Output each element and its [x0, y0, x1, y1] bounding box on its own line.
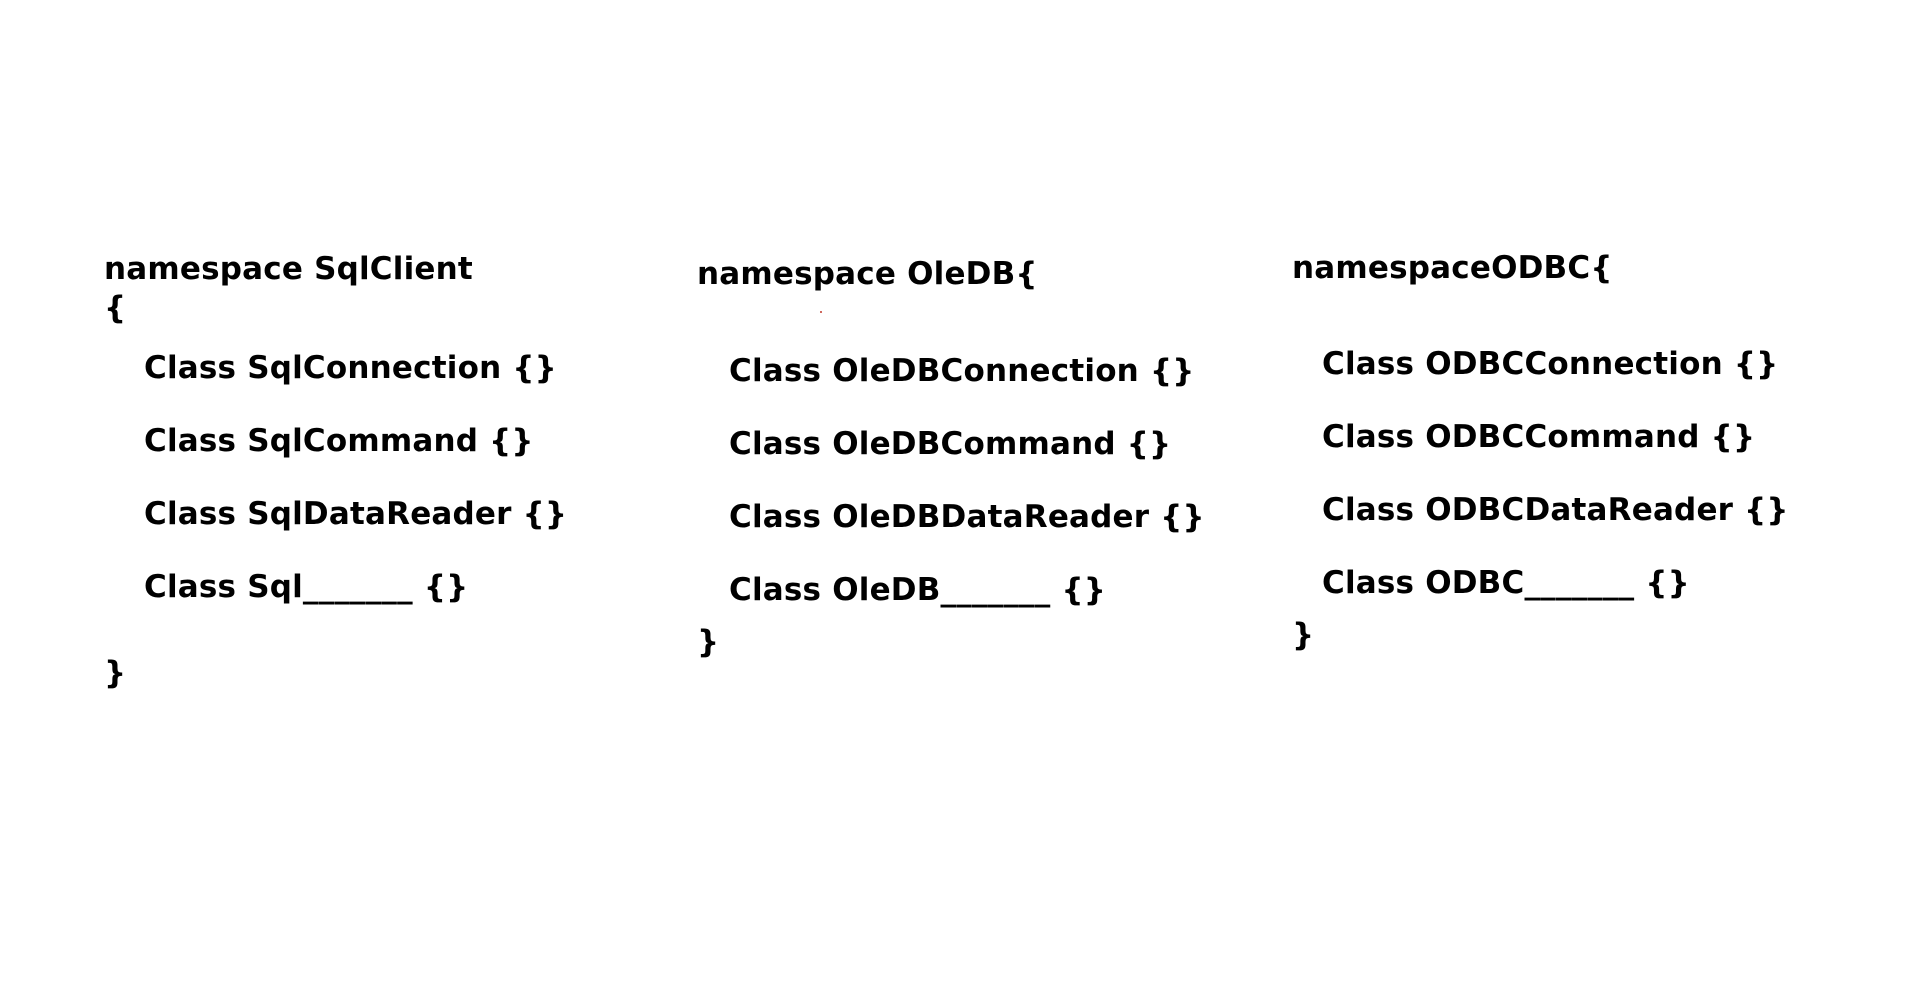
- class-odbc-blank: Class ODBC_______ {}: [1322, 565, 1690, 601]
- class-oledb-blank: Class OleDB_______ {}: [729, 572, 1106, 608]
- class-sqlconnection: Class SqlConnection {}: [144, 350, 557, 386]
- namespace-sqlclient-header: namespace SqlClient: [104, 251, 473, 287]
- namespace-oledb-header: namespace OleDB{: [697, 256, 1038, 292]
- namespace-sqlclient-open-brace: {: [104, 290, 127, 326]
- class-sql-blank: Class Sql_______ {}: [144, 569, 469, 605]
- stray-dot-mark: [820, 311, 822, 313]
- class-sqldatareader: Class SqlDataReader {}: [144, 496, 568, 532]
- namespace-odbc-close-brace: }: [1292, 617, 1315, 653]
- namespace-sqlclient-close-brace: }: [104, 655, 127, 691]
- class-sqlcommand: Class SqlCommand {}: [144, 423, 534, 459]
- class-oledbcommand: Class OleDBCommand {}: [729, 426, 1172, 462]
- namespace-oledb-close-brace: }: [697, 624, 720, 660]
- class-odbcconnection: Class ODBCConnection {}: [1322, 346, 1779, 382]
- class-oledbconnection: Class OleDBConnection {}: [729, 353, 1195, 389]
- class-oledbdatareader: Class OleDBDataReader {}: [729, 499, 1205, 535]
- class-odbccommand: Class ODBCCommand {}: [1322, 419, 1756, 455]
- namespace-odbc-header: namespaceODBC{: [1292, 250, 1613, 286]
- class-odbcdatareader: Class ODBCDataReader {}: [1322, 492, 1789, 528]
